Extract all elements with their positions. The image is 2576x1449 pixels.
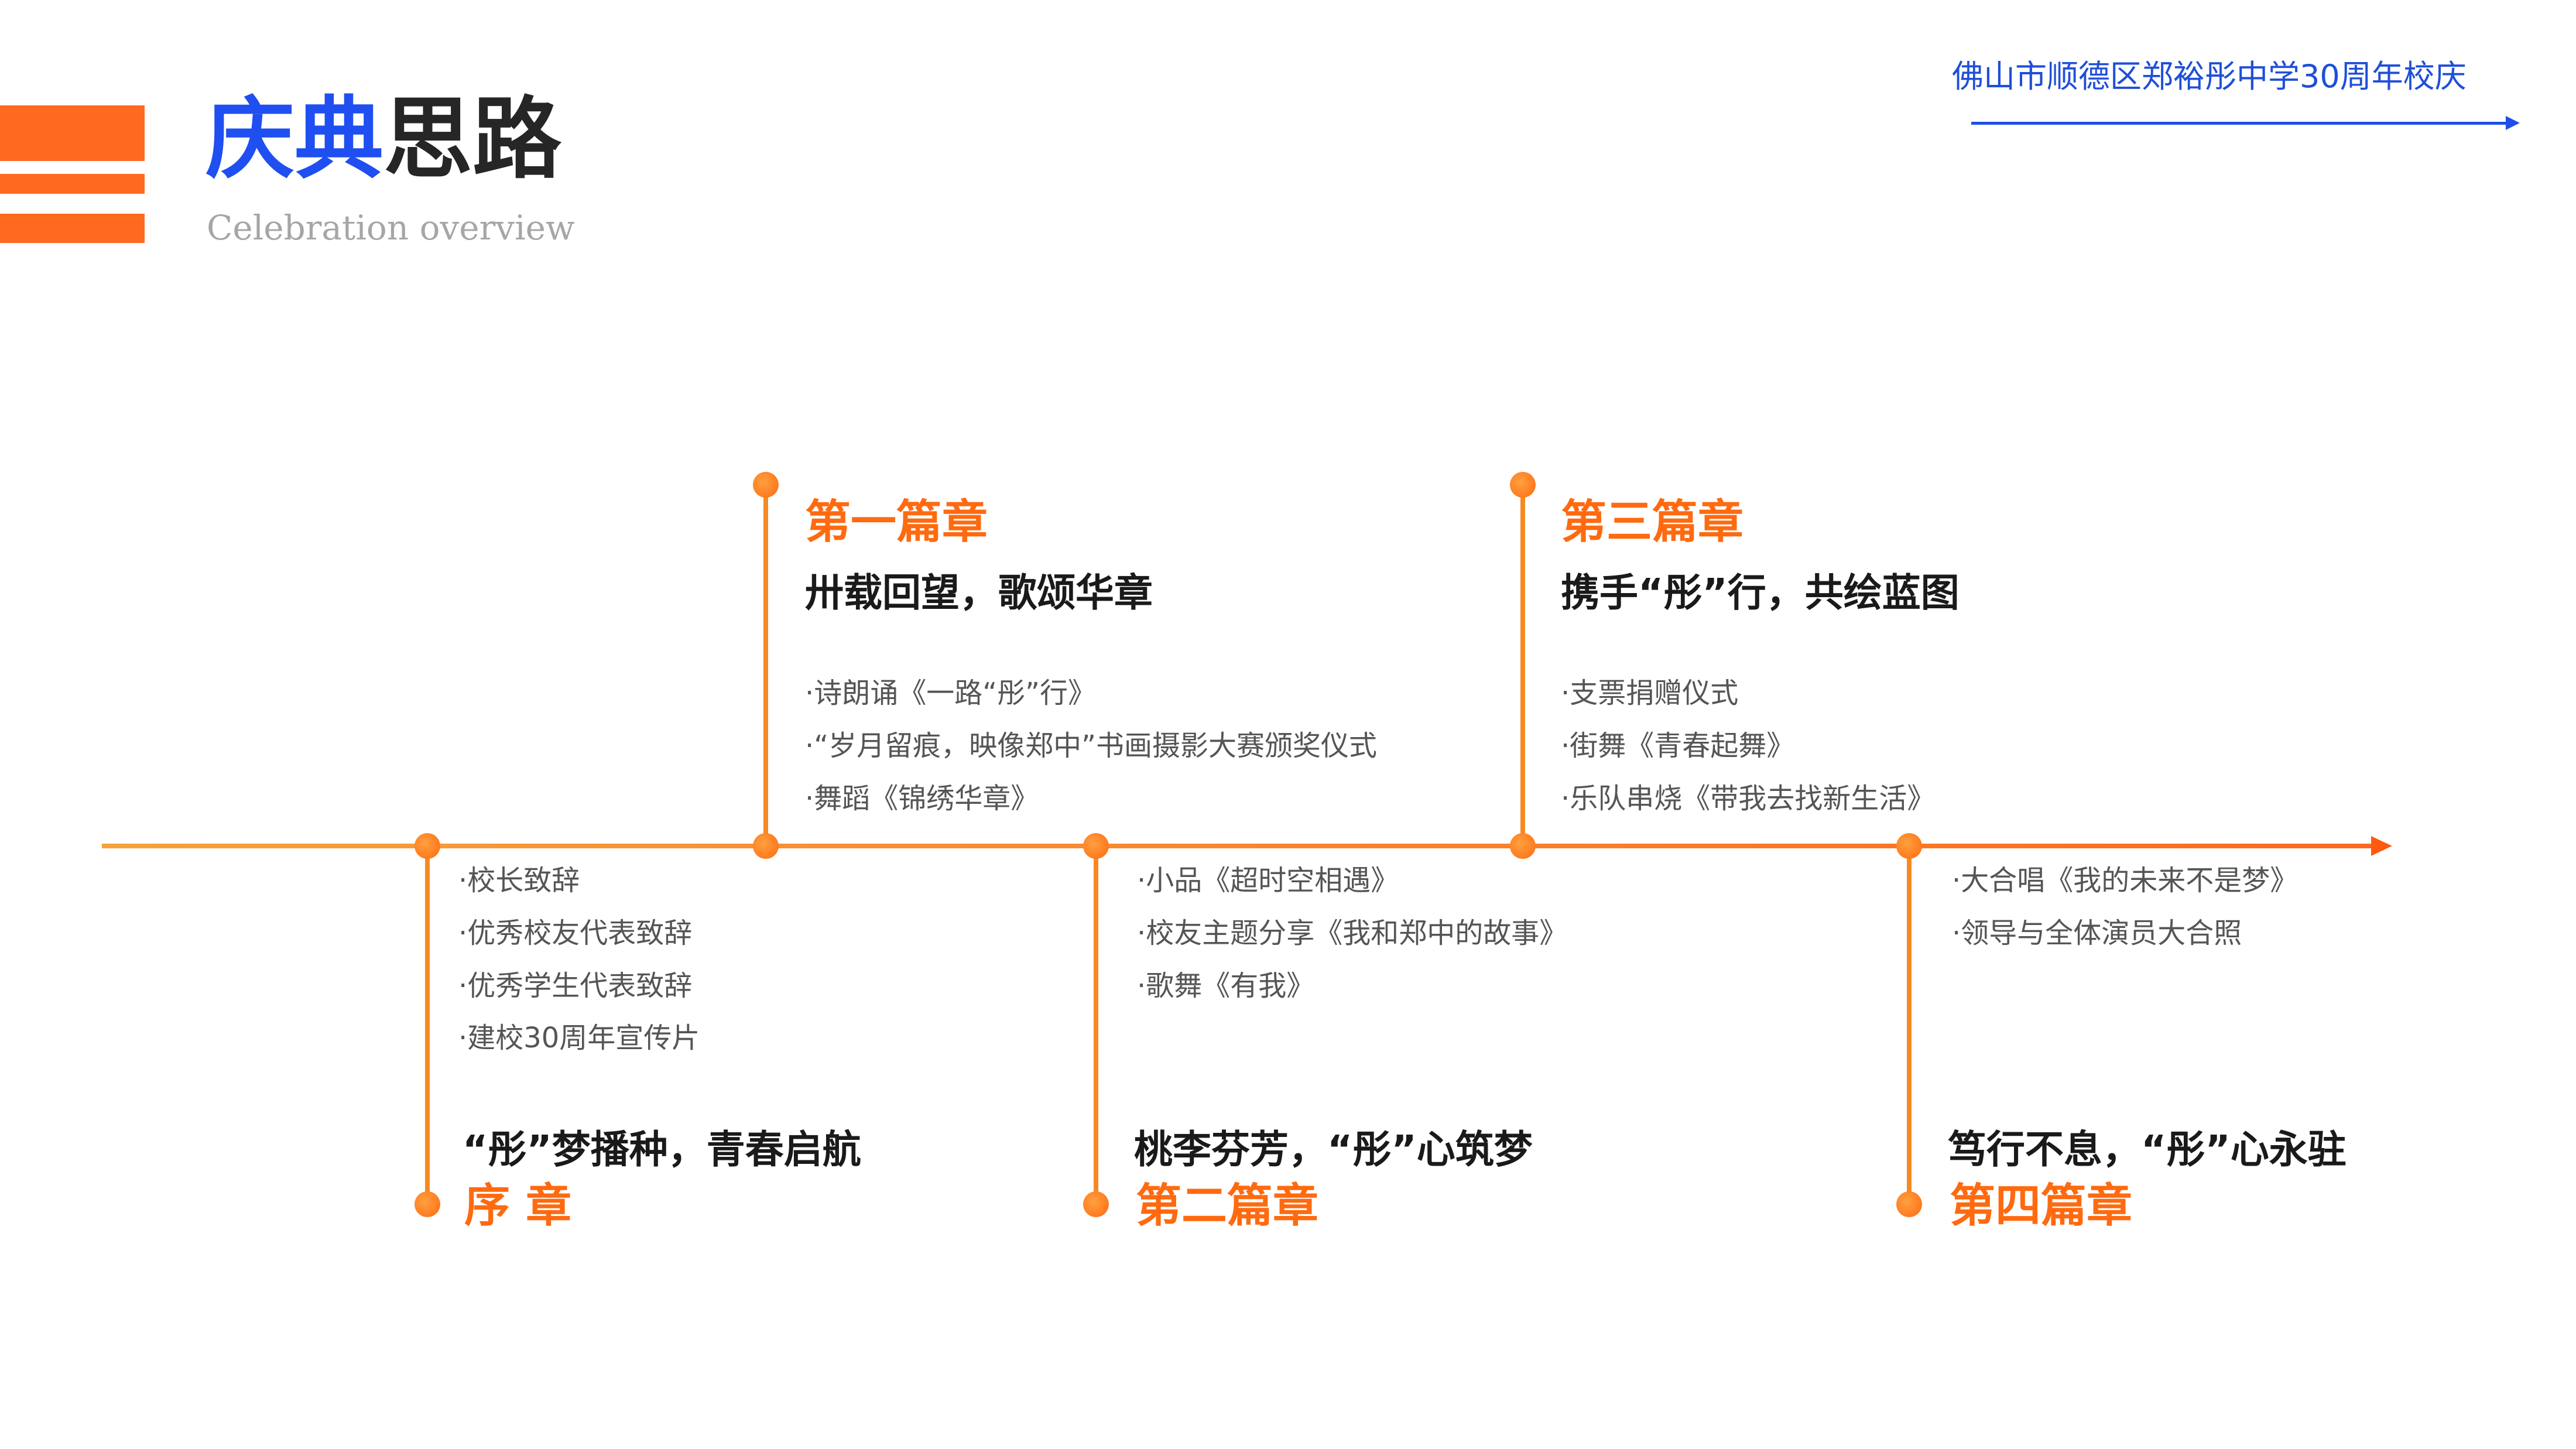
- chapter3-item: ·街舞《青春起舞》: [1561, 729, 1795, 762]
- connector-chapter4: [1907, 846, 1912, 1204]
- chapter4-title: 第四篇章: [1950, 1180, 2133, 1232]
- school-underline: [1971, 122, 2510, 125]
- chapter1-title: 第一篇章: [805, 496, 988, 549]
- connector-chapter1: [763, 485, 768, 846]
- node-chapter2: [1083, 833, 1109, 859]
- chapter2-heading: 桃李芬芳，“彤”心筑梦: [1134, 1127, 1533, 1172]
- node-chapter4: [1896, 833, 1922, 859]
- page-title: 庆典思路: [205, 95, 561, 184]
- prologue-title: 序 章: [464, 1180, 572, 1232]
- endpoint-chapter4: [1896, 1191, 1922, 1217]
- chapter3-item: ·乐队串烧《带我去找新生活》: [1561, 782, 1936, 815]
- node-chapter3: [1510, 833, 1536, 859]
- node-prologue: [415, 833, 440, 859]
- endpoint-chapter2: [1083, 1191, 1109, 1217]
- endpoint-chapter3: [1510, 472, 1536, 498]
- arrow-right-icon: [2506, 116, 2520, 130]
- chapter4-heading: 笃行不息，“彤”心永驻: [1948, 1127, 2347, 1172]
- timeline-arrow-icon: [2371, 836, 2392, 856]
- decor-bar-2: [0, 174, 145, 194]
- chapter2-item: ·歌舞《有我》: [1137, 970, 1315, 1002]
- node-chapter1: [753, 833, 779, 859]
- title-blue: 庆典: [205, 87, 383, 191]
- prologue-item: ·优秀校友代表致辞: [458, 917, 693, 950]
- connector-chapter2: [1094, 846, 1098, 1204]
- chapter1-item: ·舞蹈《锦绣华章》: [805, 782, 1039, 815]
- prologue-item: ·建校30周年宣传片: [458, 1022, 700, 1054]
- prologue-item: ·校长致辞: [458, 864, 580, 897]
- chapter1-item: ·“岁月留痕，映像郑中”书画摄影大赛颁奖仪式: [805, 729, 1377, 762]
- chapter2-item: ·校友主题分享《我和郑中的故事》: [1137, 917, 1568, 950]
- title-dark: 思路: [383, 87, 561, 191]
- timeline-axis: [102, 844, 2373, 848]
- chapter4-item: ·大合唱《我的未来不是梦》: [1952, 864, 2298, 897]
- endpoint-prologue: [415, 1191, 440, 1217]
- chapter3-item: ·支票捐赠仪式: [1561, 677, 1739, 710]
- chapter3-heading: 携手“彤”行，共绘蓝图: [1561, 570, 1960, 615]
- decor-bar-3: [0, 214, 145, 243]
- prologue-heading: “彤”梦播种，青春启航: [463, 1127, 861, 1172]
- connector-chapter3: [1520, 485, 1525, 846]
- school-label: 佛山市顺德区郑裕彤中学30周年校庆: [1952, 58, 2467, 95]
- chapter1-heading: 卅载回望，歌颂华章: [805, 570, 1153, 615]
- decor-bar-1: [0, 105, 145, 161]
- connector-prologue: [425, 846, 430, 1204]
- chapter3-title: 第三篇章: [1561, 496, 1744, 549]
- chapter4-item: ·领导与全体演员大合照: [1952, 917, 2242, 950]
- prologue-item: ·优秀学生代表致辞: [458, 970, 693, 1002]
- chapter2-item: ·小品《超时空相遇》: [1137, 864, 1399, 897]
- chapter2-title: 第二篇章: [1136, 1180, 1319, 1232]
- endpoint-chapter1: [753, 472, 779, 498]
- page-subtitle: Celebration overview: [207, 208, 575, 248]
- chapter1-item: ·诗朗诵《一路“彤”行》: [805, 677, 1096, 710]
